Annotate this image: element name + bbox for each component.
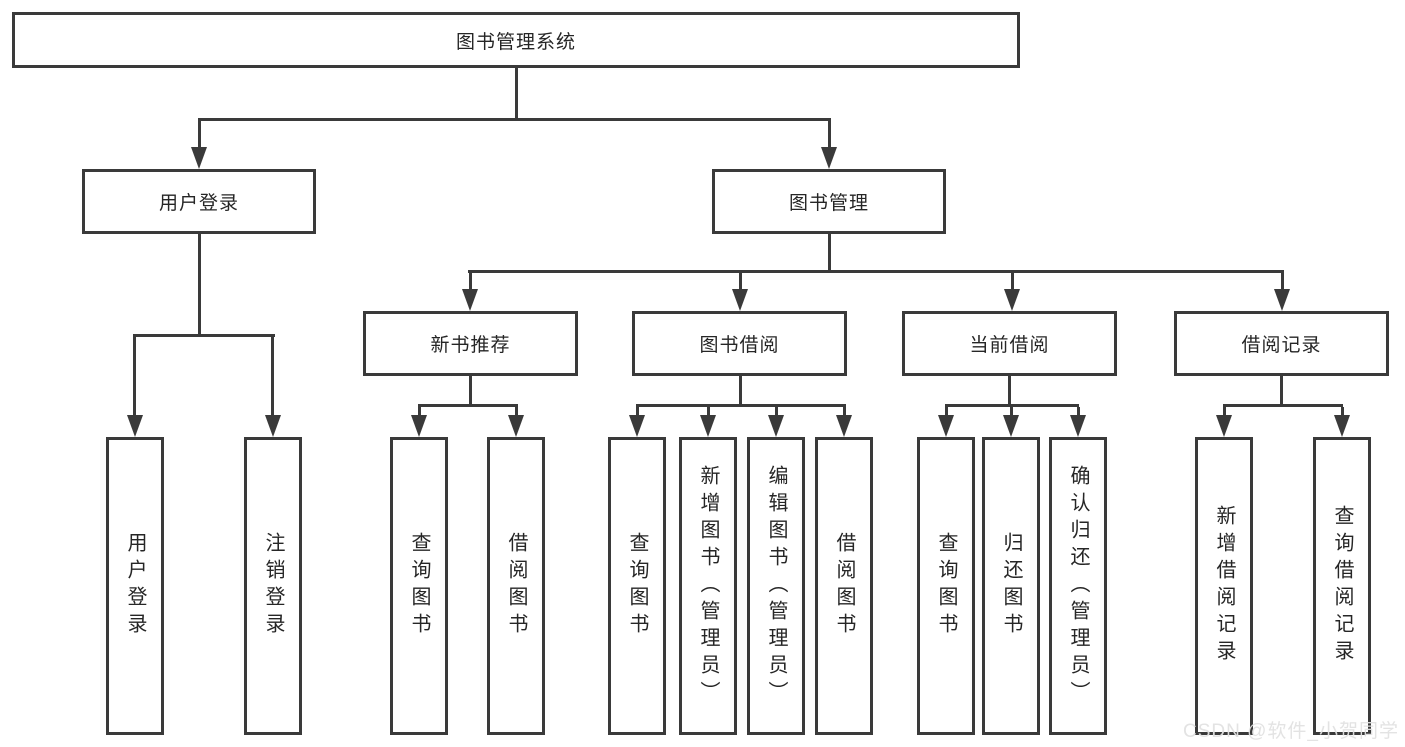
connector-leaf-stem (515, 407, 518, 417)
leaf-logout-label: 注销登录 (262, 532, 284, 640)
arrow-down-icon (938, 415, 954, 437)
leaf-query-books-3-label: 查询图书 (935, 532, 957, 640)
node-current-borrow-label: 当前借阅 (969, 335, 1050, 356)
leaf-add-borrow-record-label: 新增借阅记录 (1213, 505, 1235, 667)
connector-group-branch (418, 404, 518, 407)
node-user-login-label: 用户登录 (158, 193, 239, 214)
arrow-down-icon (821, 147, 837, 169)
leaf-query-books-1: 查询图书 (390, 437, 448, 735)
leaf-user-login: 用户登录 (106, 437, 164, 735)
connector-leaf-stem (1341, 407, 1344, 417)
leaf-edit-books-admin-label: 编辑图书（管理员） (765, 464, 787, 708)
arrow-down-icon (768, 415, 784, 437)
leaf-query-books-2: 查询图书 (608, 437, 666, 735)
node-root-system: 图书管理系统 (12, 12, 1020, 68)
arrow-down-icon (127, 415, 143, 437)
connector-book-mgmt-stem (828, 234, 831, 271)
connector-book-mgmt-branch (468, 270, 1284, 273)
arrow-down-icon (191, 147, 207, 169)
connector-user-login-stem (198, 234, 201, 336)
connector-leaf-stem (133, 337, 136, 416)
leaf-logout: 注销登录 (244, 437, 302, 735)
connector-group-stem (1008, 376, 1011, 406)
leaf-query-books-3: 查询图书 (917, 437, 975, 735)
connector-to-level3-stem (739, 273, 742, 291)
connector-group-stem (469, 376, 472, 406)
leaf-confirm-return-admin: 确认归还（管理员） (1049, 437, 1107, 735)
leaf-query-borrow-record: 查询借阅记录 (1313, 437, 1371, 735)
node-book-borrow-label: 图书借阅 (699, 335, 780, 356)
connector-to-level3-stem (469, 273, 472, 291)
connector-leaf-stem (1077, 407, 1080, 417)
connector-leaf-stem (707, 407, 710, 417)
leaf-confirm-return-admin-label: 确认归还（管理员） (1067, 464, 1089, 708)
leaf-add-books-admin: 新增图书（管理员） (679, 437, 737, 735)
leaf-borrow-books-1: 借阅图书 (487, 437, 545, 735)
connector-root-branch (198, 118, 831, 121)
leaf-return-books: 归还图书 (982, 437, 1040, 735)
connector-leaf-stem (271, 337, 274, 416)
arrow-down-icon (462, 289, 478, 311)
node-borrow-records-label: 借阅记录 (1241, 335, 1322, 356)
node-user-login: 用户登录 (82, 169, 316, 234)
node-current-borrow: 当前借阅 (902, 311, 1117, 376)
leaf-borrow-books-2: 借阅图书 (815, 437, 873, 735)
leaf-user-login-label: 用户登录 (124, 532, 146, 640)
arrow-down-icon (836, 415, 852, 437)
connector-to-user-login-stem (198, 121, 201, 149)
arrow-down-icon (1003, 415, 1019, 437)
leaf-borrow-books-2-label: 借阅图书 (833, 532, 855, 640)
leaf-add-books-admin-label: 新增图书（管理员） (697, 464, 719, 708)
node-borrow-records: 借阅记录 (1174, 311, 1389, 376)
arrow-down-icon (508, 415, 524, 437)
connector-to-level3-stem (1011, 273, 1014, 291)
arrow-down-icon (732, 289, 748, 311)
arrow-down-icon (1004, 289, 1020, 311)
connector-group-stem (739, 376, 742, 406)
leaf-query-borrow-record-label: 查询借阅记录 (1331, 505, 1353, 667)
node-root-label: 图书管理系统 (455, 31, 576, 53)
arrow-down-icon (700, 415, 716, 437)
node-book-management-label: 图书管理 (788, 193, 869, 214)
arrow-down-icon (1274, 289, 1290, 311)
connector-leaf-stem (775, 407, 778, 417)
leaf-query-books-1-label: 查询图书 (408, 532, 430, 640)
connector-group-stem (1280, 376, 1283, 406)
node-new-book-recommend-label: 新书推荐 (430, 335, 511, 356)
connector-leaf-stem (1223, 407, 1226, 417)
node-book-borrow: 图书借阅 (632, 311, 847, 376)
leaf-edit-books-admin: 编辑图书（管理员） (747, 437, 805, 735)
connector-leaf-stem (418, 407, 421, 417)
connector-leaf-stem (945, 407, 948, 417)
arrow-down-icon (265, 415, 281, 437)
leaf-return-books-label: 归还图书 (1000, 532, 1022, 640)
csdn-watermark: CSDN @软件_小贺同学 (1183, 721, 1399, 742)
connector-leaf-stem (1010, 407, 1013, 417)
leaf-add-borrow-record: 新增借阅记录 (1195, 437, 1253, 735)
node-new-book-recommend: 新书推荐 (363, 311, 578, 376)
connector-leaf-stem (843, 407, 846, 417)
connector-to-book-mgmt-stem (828, 121, 831, 149)
connector-group-branch (636, 404, 846, 407)
arrow-down-icon (1334, 415, 1350, 437)
connector-to-level3-stem (1281, 273, 1284, 291)
connector-leaf-stem (636, 407, 639, 417)
arrow-down-icon (1070, 415, 1086, 437)
arrow-down-icon (1216, 415, 1232, 437)
connector-root-stem (515, 68, 518, 120)
leaf-query-books-2-label: 查询图书 (626, 532, 648, 640)
node-book-management: 图书管理 (712, 169, 946, 234)
connector-user-login-branch (133, 334, 275, 337)
connector-group-branch (1223, 404, 1343, 407)
connector-group-branch (945, 404, 1079, 407)
leaf-borrow-books-1-label: 借阅图书 (505, 532, 527, 640)
arrow-down-icon (629, 415, 645, 437)
arrow-down-icon (411, 415, 427, 437)
